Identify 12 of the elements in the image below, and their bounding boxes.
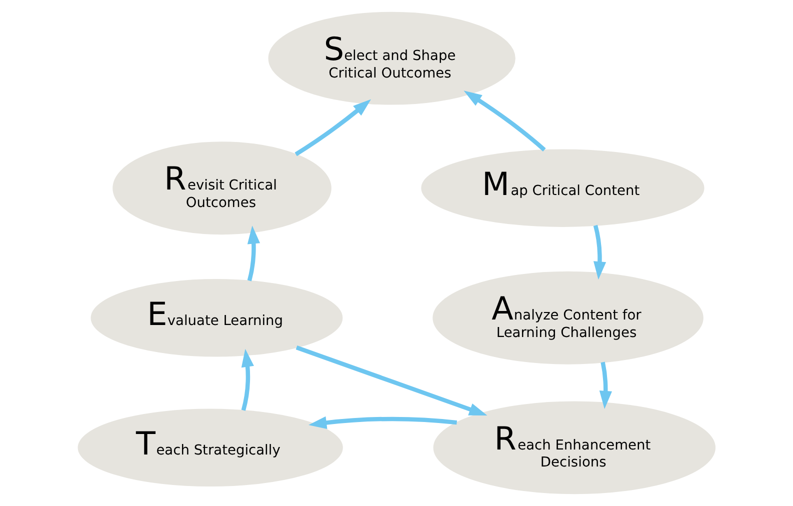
arrow	[464, 90, 546, 152]
arrow	[599, 362, 612, 409]
node-ellipse: Analyze Content for Learning Challenges	[432, 271, 704, 364]
arrow	[241, 348, 254, 411]
node-ellipse: Teach Strategically	[78, 408, 343, 487]
arrow	[296, 345, 488, 416]
arrow	[593, 224, 606, 280]
arrow	[308, 416, 458, 429]
node-ellipse: Revisit Critical Outcomes	[112, 142, 332, 235]
arrow	[294, 99, 372, 156]
node-ellipse: Evaluate Learning	[90, 279, 343, 357]
arrow	[247, 226, 260, 282]
